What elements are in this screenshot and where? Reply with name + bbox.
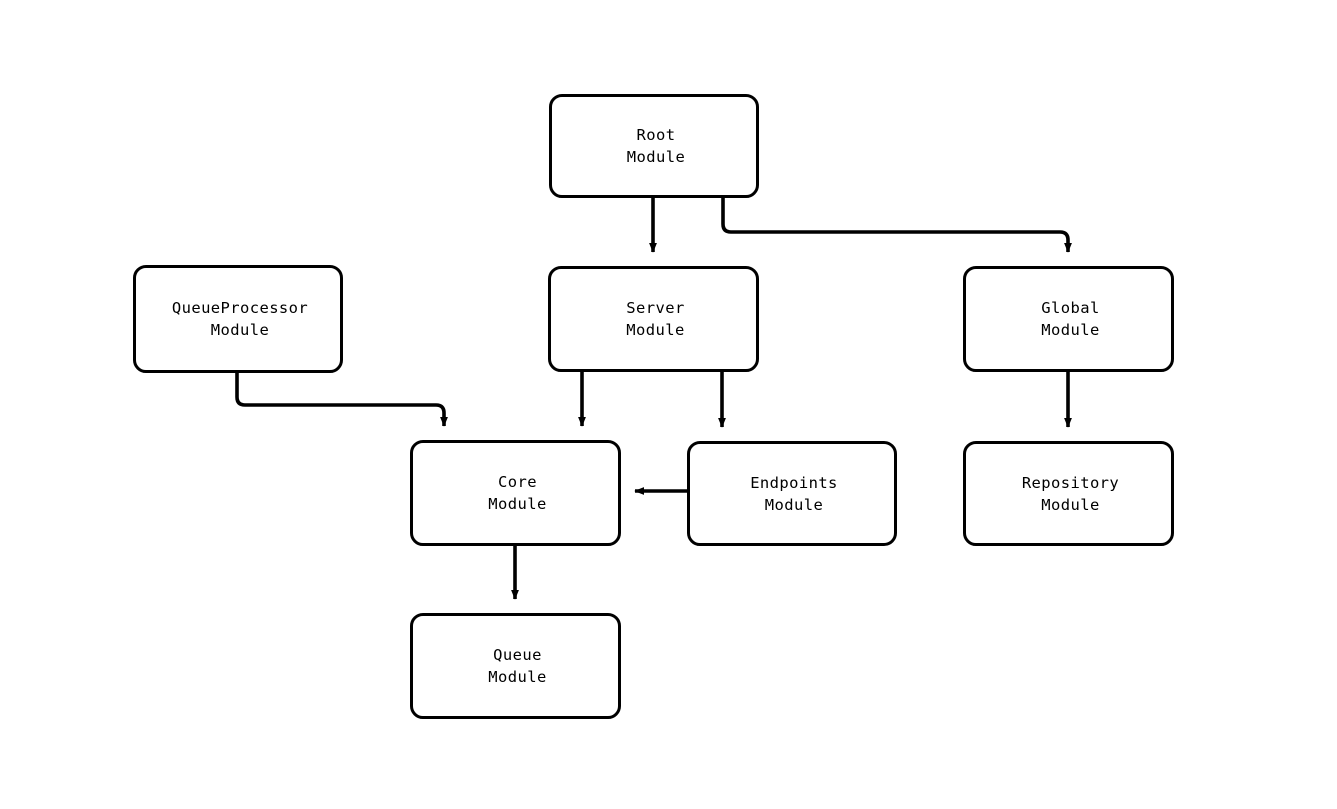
node-repository-module[interactable]: Repository Module bbox=[963, 441, 1174, 546]
node-global-module[interactable]: Global Module bbox=[963, 266, 1174, 372]
node-global-module-label: Global Module bbox=[1041, 299, 1100, 339]
edge-queueprocessor-to-core bbox=[235, 373, 448, 427]
node-root-module-label: Root Module bbox=[626, 126, 686, 166]
node-endpoints-module[interactable]: Endpoints Module bbox=[687, 441, 897, 546]
node-queueprocessor-module[interactable]: QueueProcessor Module bbox=[133, 265, 343, 373]
edge-root-to-global bbox=[721, 198, 1072, 253]
node-repository-module-label: Repository Module bbox=[1021, 473, 1120, 514]
node-queue-module-label: Queue Module bbox=[488, 646, 547, 686]
node-server-module-label: Server Module bbox=[626, 299, 685, 339]
node-root-module[interactable]: Root Module bbox=[549, 94, 759, 198]
node-queueprocessor-module-label: QueueProcessor Module bbox=[171, 299, 309, 339]
node-core-module[interactable]: Core Module bbox=[410, 440, 621, 546]
node-core-module-label: Core Module bbox=[488, 473, 547, 513]
node-server-module[interactable]: Server Module bbox=[548, 266, 759, 372]
node-endpoints-module-label: Endpoints Module bbox=[750, 473, 838, 514]
node-queue-module[interactable]: Queue Module bbox=[410, 613, 621, 719]
